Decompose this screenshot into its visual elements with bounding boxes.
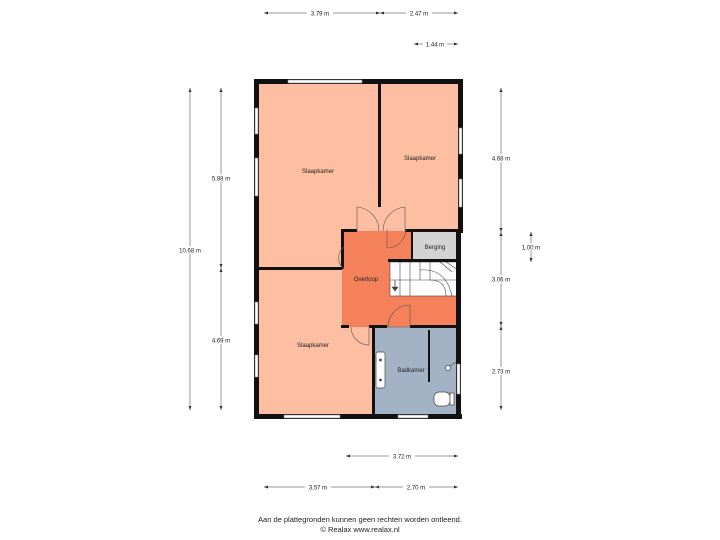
toilet <box>433 391 451 407</box>
window <box>458 127 463 155</box>
window <box>254 354 259 378</box>
window <box>287 79 363 84</box>
room-label-bedroom-2: Slaapkamer <box>404 156 436 162</box>
door-swing <box>356 206 380 232</box>
dim-bottom-right: 2.70 m <box>407 486 425 492</box>
dim-left-upper: 5.88 m <box>212 177 230 183</box>
window <box>456 363 461 395</box>
dim-left-total: 10.68 m <box>179 249 201 255</box>
window <box>458 178 463 208</box>
room-label-bedroom-1: Slaapkamer <box>302 169 334 175</box>
window <box>283 414 341 419</box>
doors <box>338 206 411 346</box>
dim-right-middle: 3.06 m <box>492 278 510 284</box>
room-label-storage: Berging <box>425 245 446 251</box>
dim-right-lower: 2.73 m <box>492 370 510 376</box>
dim-right-small: 1.00 m <box>522 246 540 252</box>
door-swing <box>338 246 345 270</box>
dim-top-left: 3.79 m <box>311 12 329 18</box>
windows <box>254 79 463 419</box>
footer-disclaimer: Aan de plattegronden kunnen geen rechten… <box>258 515 462 524</box>
room-label-landing: Overloop <box>354 277 379 283</box>
dimension-labels: 3.79 m 2.47 m 1.44 m 5.88 m 10.68 m 4.69… <box>175 9 544 492</box>
door-swing <box>350 326 370 346</box>
staircase <box>389 261 459 297</box>
dim-top-right: 2.47 m <box>410 12 428 18</box>
dimension-arrowheads <box>188 11 533 489</box>
room-label-bathroom: Badkamer <box>397 368 424 374</box>
shower-wall <box>428 330 430 382</box>
footer-copyright: © Realax www.realax.nl <box>320 525 400 534</box>
dim-left-lower: 4.69 m <box>212 339 230 345</box>
shower-head <box>445 365 451 371</box>
dim-bottom-left: 3.57 m <box>309 486 327 492</box>
room-label-bedroom-3: Slaapkamer <box>297 343 329 349</box>
door-swing <box>386 228 407 249</box>
dim-right-upper: 4.68 m <box>492 157 510 163</box>
storage-fill <box>412 231 460 261</box>
room-fills <box>258 83 462 416</box>
room-labels: Slaapkamer Slaapkamer Slaapkamer Overloo… <box>297 156 445 374</box>
window <box>254 157 259 197</box>
washbasin <box>375 351 386 389</box>
door-swing <box>382 206 406 232</box>
window <box>254 301 259 325</box>
dim-bottom-inner: 3.72 m <box>393 455 411 461</box>
bathroom-fixtures <box>375 330 457 407</box>
door-swing <box>387 304 411 328</box>
dim-top-small: 1.44 m <box>426 43 444 49</box>
window <box>397 414 429 419</box>
bedroom-2-fill <box>380 83 462 231</box>
window <box>254 107 259 135</box>
